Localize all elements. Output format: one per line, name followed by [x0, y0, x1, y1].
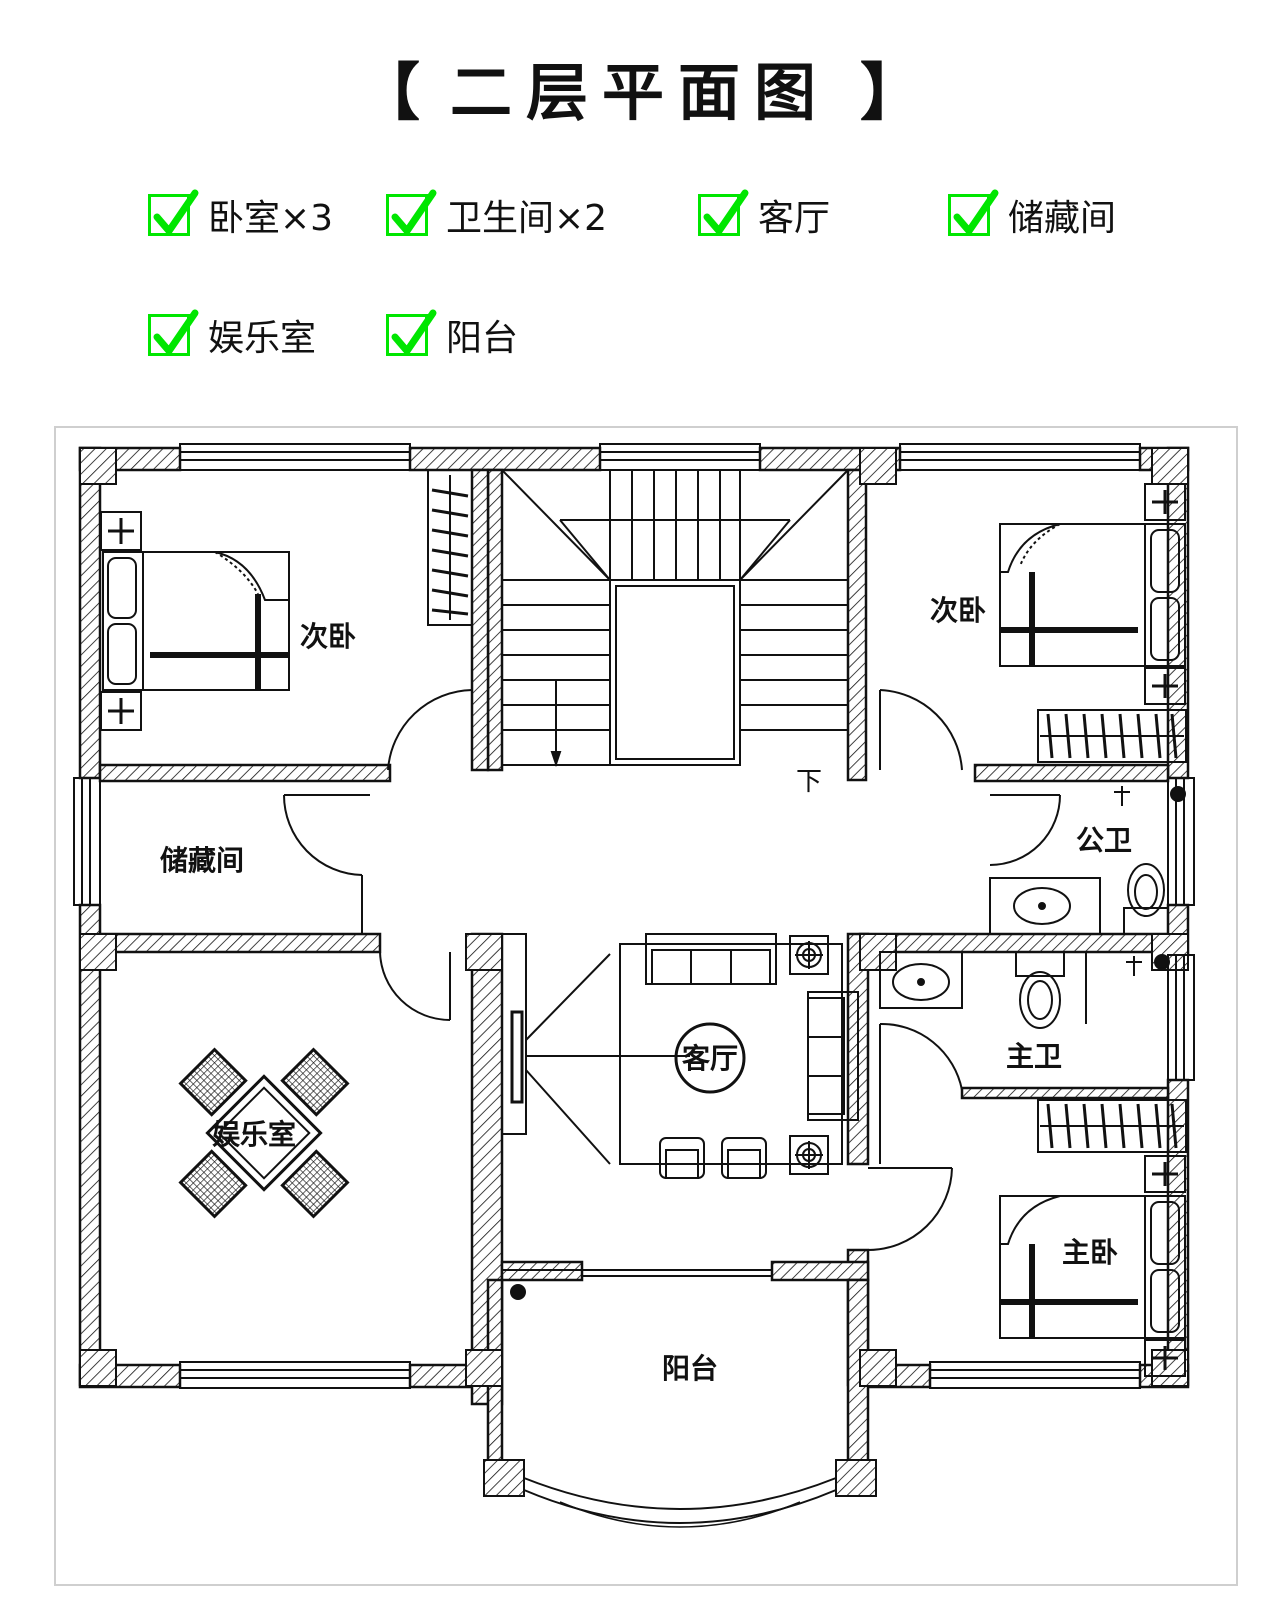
title-bracket-right: 】 [860, 56, 923, 129]
column-marker [510, 1284, 526, 1300]
checkmark-icon [698, 189, 749, 236]
room-label-entertainment: 娱乐室 [212, 1118, 296, 1151]
feature-label: 阳台 [446, 318, 519, 359]
game-table [178, 1047, 350, 1219]
wardrobe-master [1037, 1099, 1187, 1153]
floor-plan-frame [54, 426, 1238, 1586]
feature-label: 卧室×3 [208, 198, 334, 239]
wardrobe-right-top [1037, 709, 1187, 763]
title-bracket-left: 【 [357, 56, 420, 129]
feature-label: 卫生间×2 [446, 198, 608, 239]
feature-item: 卧室×3 [148, 189, 334, 240]
checkmark-icon [386, 309, 437, 356]
room-label-bedroom-left: 次卧 [300, 620, 356, 653]
feature-label: 娱乐室 [208, 318, 317, 359]
feature-item: 客厅 [698, 189, 831, 240]
doors [283, 689, 1061, 1251]
windows [73, 443, 1195, 1528]
room-label-living: 客厅 [682, 1042, 738, 1075]
checkmark-icon [948, 189, 999, 236]
walls [78, 446, 1190, 1482]
title-text: 二层平面图 [449, 56, 830, 129]
checkmark-icon [386, 189, 437, 236]
feature-label: 储藏间 [1008, 198, 1117, 239]
pillars [79, 447, 1189, 1497]
bed-master [999, 1155, 1186, 1377]
bed-right [999, 483, 1186, 705]
public-bath-fixtures [989, 786, 1186, 935]
checkmark-icon [148, 309, 199, 356]
feature-label: 客厅 [758, 198, 831, 239]
page-title: 【 二层平面图 】 [0, 42, 1280, 132]
room-label-public-bath: 公卫 [1076, 824, 1132, 857]
feature-item: 储藏间 [948, 189, 1117, 240]
feature-item: 卫生间×2 [386, 189, 608, 240]
room-label-master-bath: 主卫 [1006, 1040, 1062, 1073]
room-label-master-bedroom: 主卧 [1062, 1236, 1118, 1269]
wardrobe-left [427, 469, 473, 626]
checkmark-icon [148, 189, 199, 236]
feature-item: 阳台 [386, 309, 519, 360]
room-label-balcony: 阳台 [662, 1352, 718, 1385]
room-label-bedroom-right: 次卧 [930, 594, 986, 627]
feature-item: 娱乐室 [148, 309, 317, 360]
bed-left [100, 511, 290, 731]
master-bath-fixtures [879, 951, 1170, 1029]
room-label-storage: 储藏间 [160, 844, 244, 877]
staircase [501, 469, 849, 768]
stair-down-label: 下 [796, 767, 822, 797]
living-room-furniture [501, 933, 859, 1179]
